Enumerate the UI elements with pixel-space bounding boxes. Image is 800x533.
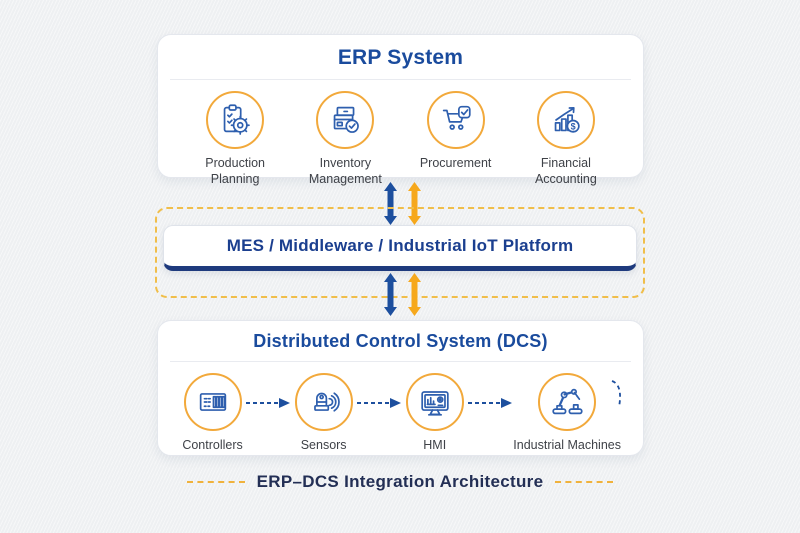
erp-system-title: ERP System [337, 46, 464, 69]
down-up-arrow-yellow-icon [408, 182, 421, 225]
dcs-title: Distributed Control System (DCS) [253, 331, 548, 351]
item-label: Production Planning [205, 156, 265, 186]
dashed-right-arrow-icon [246, 398, 291, 408]
caption-text: ERP–DCS Integration Architecture [256, 472, 544, 491]
erp-item-inventory-management: Inventory Management [290, 91, 400, 187]
down-up-arrow-yellow-icon [408, 273, 421, 316]
down-up-arrow-blue-icon [384, 273, 397, 316]
item-label: HMI [423, 438, 447, 452]
dcs-item-hmi: HMI [402, 373, 467, 454]
hmi-icon [405, 373, 464, 431]
erp-items-row: Production Planning Inventory Management [158, 80, 643, 187]
dashed-right-arrow-icon [468, 398, 513, 408]
item-label: Inventory Management [308, 156, 382, 186]
integration-layer-dashed-outline [155, 207, 645, 298]
dcs-item-sensors: Sensors [291, 373, 356, 454]
item-label: Industrial Machines [513, 438, 621, 452]
item-label: Financial Accounting [534, 156, 597, 186]
divider [170, 361, 631, 362]
inventory-management-icon [316, 91, 375, 149]
dashed-right-arrow-icon [357, 398, 402, 408]
diagram-caption: ERP–DCS Integration Architecture [0, 472, 800, 492]
dashed-hook-line-icon [611, 380, 621, 408]
mes-middleware-title: MES / Middleware / Industrial IoT Platfo… [226, 236, 574, 255]
erp-item-procurement: Procurement [401, 91, 511, 172]
item-label: Procurement [419, 156, 492, 170]
item-label: Sensors [300, 438, 347, 452]
dcs-item-controllers: Controllers [180, 373, 245, 454]
svg-text:$: $ [570, 122, 575, 132]
procurement-icon [426, 91, 485, 149]
erp-item-financial-accounting: $ Financial Accounting [511, 91, 621, 187]
erp-system-box: ERP System Production Planning [157, 34, 644, 186]
sensors-icon [294, 373, 353, 431]
down-up-arrow-blue-icon [384, 182, 397, 225]
dcs-item-industrial-machines: Industrial Machines [513, 373, 621, 454]
divider [170, 79, 631, 80]
mes-dcs-flow-arrows [384, 273, 421, 316]
controllers-icon [183, 373, 242, 431]
dcs-box: Distributed Control System (DCS) [157, 320, 644, 456]
industrial-machines-icon [538, 373, 597, 431]
item-label: Controllers [182, 438, 243, 452]
dcs-items-row: Controllers S [158, 362, 643, 454]
caption-dash-right [555, 481, 614, 483]
caption-dash-left [186, 481, 245, 483]
mes-middleware-box: MES / Middleware / Industrial IoT Platfo… [163, 225, 637, 271]
financial-accounting-icon: $ [536, 91, 595, 149]
production-planning-icon [206, 91, 265, 149]
erp-item-production-planning: Production Planning [180, 91, 290, 187]
erp-mes-flow-arrows [384, 182, 421, 225]
